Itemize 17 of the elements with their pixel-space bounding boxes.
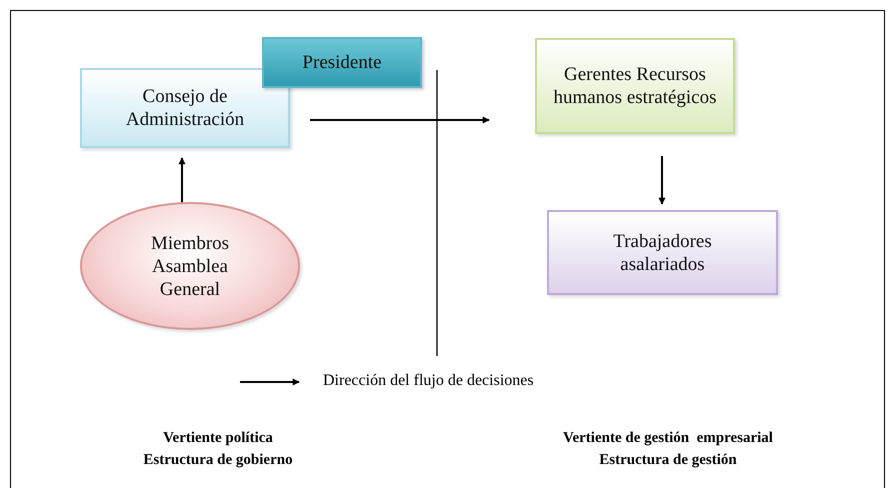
node-label: Presidente: [302, 51, 382, 74]
section-caption: Vertiente política: [162, 430, 274, 447]
legend-text: Dirección del flujo de decisiones: [323, 372, 534, 390]
title-box: [262, 37, 422, 88]
process-box: [80, 68, 290, 148]
node-label: Miembros Asamblea General: [150, 232, 230, 300]
node-label: Trabajadores asalariados: [612, 230, 713, 276]
section-caption: Estructura de gobierno: [142, 452, 294, 469]
arrow: [178, 157, 186, 204]
arrow: [658, 156, 666, 205]
arrow: [310, 116, 490, 124]
node-label: Gerentes Recursos humanos estratégicos: [552, 63, 718, 109]
section-caption: Vertiente de gestión empresarial: [562, 430, 774, 447]
process-box: [547, 210, 778, 295]
section-caption: Estructura de gestión: [598, 452, 738, 469]
node-label: Consejo de Administración: [124, 85, 246, 131]
process-box: [535, 38, 735, 134]
